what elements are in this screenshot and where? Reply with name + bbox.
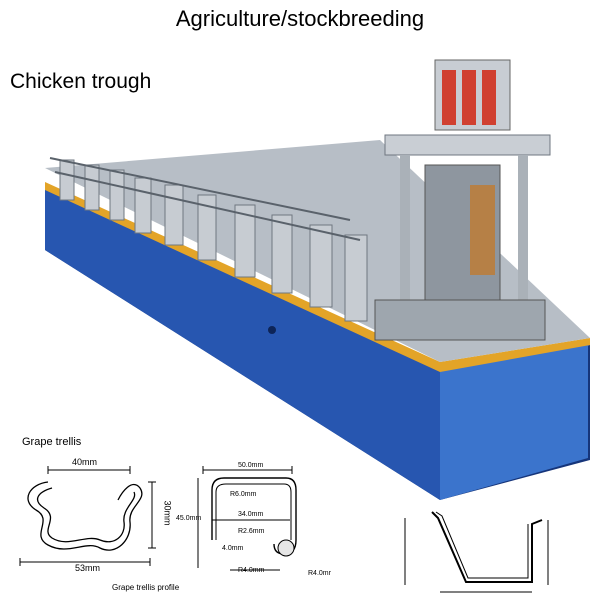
page-subtitle: Chicken trough	[10, 70, 152, 93]
dim-inner-width: 34.0mm	[238, 511, 264, 518]
dim-r-mid: R2.6mm	[238, 528, 265, 535]
dim-gap: 4.0mm	[222, 545, 244, 552]
dim-top-width: 50.0mm	[238, 462, 264, 469]
dim-r-right: R4.0mr	[308, 570, 331, 577]
dim-r-bottom: R4.0mm	[238, 567, 265, 574]
dim-r-top: R6.0mm	[230, 491, 257, 498]
dim-left-height: 45.0mm	[176, 515, 202, 522]
grape-trellis-width-label: 40mm	[72, 457, 98, 467]
grape-trellis-profile-label: Grape trellis profile	[112, 583, 180, 592]
page-title: Agriculture/stockbreeding	[175, 6, 425, 31]
grape-trellis-bottom-label: 53mm	[75, 563, 101, 573]
grape-trellis-label: Grape trellis	[22, 436, 82, 448]
